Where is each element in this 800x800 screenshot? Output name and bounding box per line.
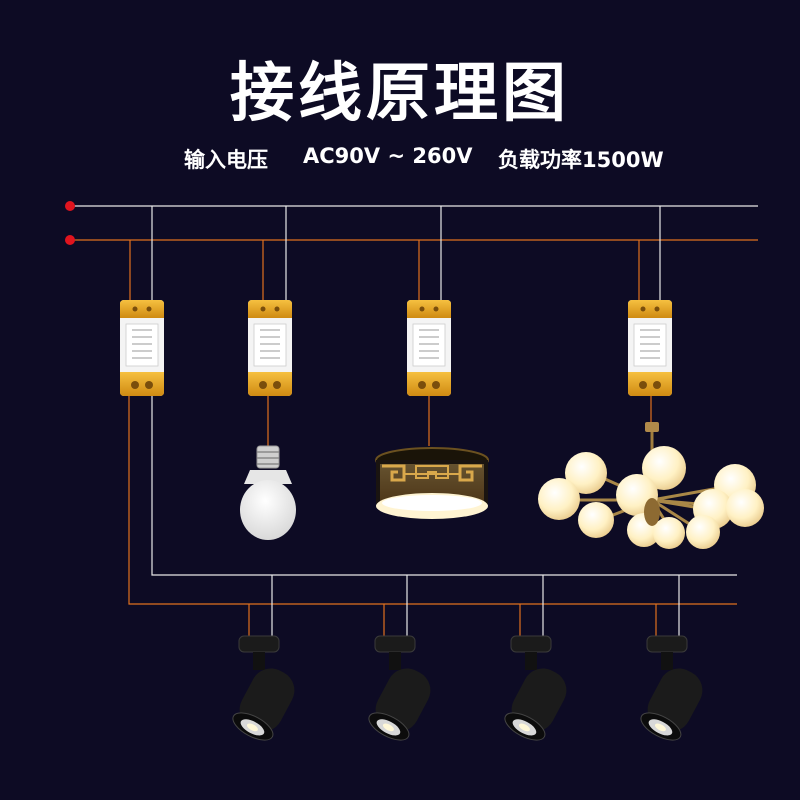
chandelier-icon (538, 422, 764, 549)
terminal-dot-neutral (65, 201, 75, 211)
controller-3 (407, 300, 451, 396)
diagram-title: 接线原理图 (230, 57, 570, 131)
spotlight-icon (232, 635, 295, 741)
controllers (120, 300, 672, 396)
drop-wires (128, 206, 737, 636)
spotlight-icon (368, 635, 431, 741)
bulb-icon (240, 445, 296, 540)
input-voltage-value: AC90V ~ 260V (303, 144, 473, 168)
input-voltage-label: 输入电压 (184, 148, 268, 172)
supply-lines (65, 201, 758, 245)
controller-1 (120, 300, 164, 396)
spot-live-bus (128, 395, 737, 605)
load-power-label: 负载功率1500W (498, 148, 664, 172)
terminal-dot-live (65, 235, 75, 245)
spotlight-icon (640, 635, 703, 741)
controller-4 (628, 300, 672, 396)
spotlight-icon (504, 635, 567, 741)
spotlights (232, 635, 703, 741)
ceiling-lamp-icon (375, 447, 489, 519)
controller-2 (248, 300, 292, 396)
spot-neutral-bus (151, 395, 737, 576)
